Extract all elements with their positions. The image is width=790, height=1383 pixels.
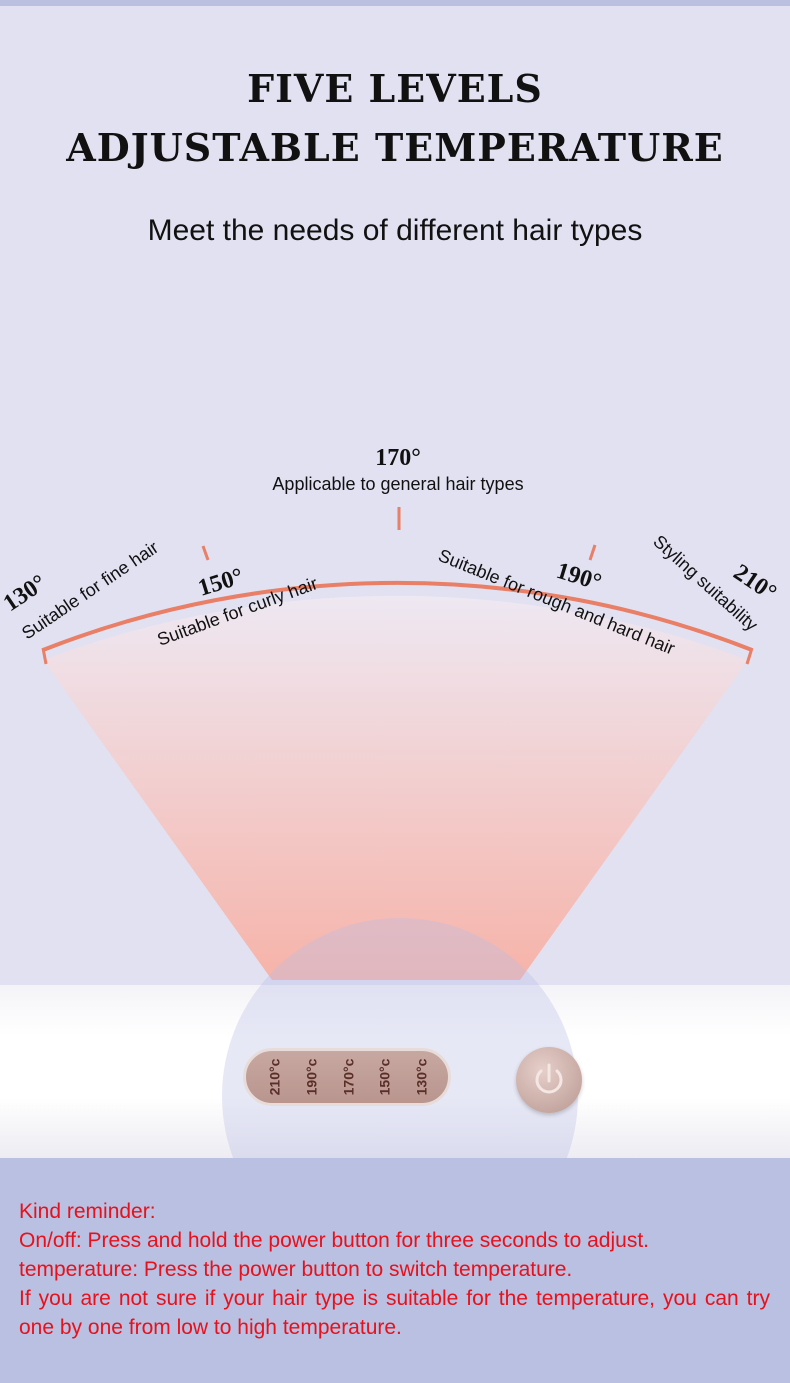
temperature-panel: 210°c 190°c 170°c 150°c 130°c xyxy=(243,1048,451,1106)
temperature-arc-diagram: 130° Suitable for fine hair 150° Suitabl… xyxy=(0,445,781,980)
tick-190 xyxy=(588,544,597,561)
panel-label-190: 190°c xyxy=(303,1058,320,1096)
reminder-line-temperature: temperature: Press the power button to s… xyxy=(19,1258,573,1281)
heat-cone xyxy=(43,595,748,980)
level-note-170: Applicable to general hair types xyxy=(272,474,523,494)
panel-label-150: 150°c xyxy=(376,1058,393,1096)
title-line-2: ADJUSTABLE TEMPERATURE xyxy=(66,125,724,170)
title-line-1: FIVE LEVELS xyxy=(247,66,543,111)
level-temp-190: 190° xyxy=(553,558,604,596)
tick-130 xyxy=(41,647,48,665)
panel-label-210: 210°c xyxy=(266,1058,283,1096)
tick-150 xyxy=(201,545,210,561)
panel-label-170: 170°c xyxy=(339,1058,356,1096)
panel-label-130: 130°c xyxy=(413,1058,430,1096)
power-button[interactable] xyxy=(516,1047,582,1113)
tick-210 xyxy=(745,647,754,665)
power-icon xyxy=(535,1063,563,1094)
reminder-line-onoff: On/off: Press and hold the power button … xyxy=(19,1229,649,1252)
reminder-title: Kind reminder: xyxy=(19,1200,156,1223)
top-border xyxy=(0,0,790,6)
subtitle: Meet the needs of different hair types xyxy=(147,214,643,247)
level-temp-170: 170° xyxy=(375,445,421,471)
reminder-box: Kind reminder: On/off: Press and hold th… xyxy=(0,1158,790,1383)
reminder-line-advice: If you are not sure if your hair type is… xyxy=(19,1287,770,1339)
temperature-arc xyxy=(42,580,753,652)
